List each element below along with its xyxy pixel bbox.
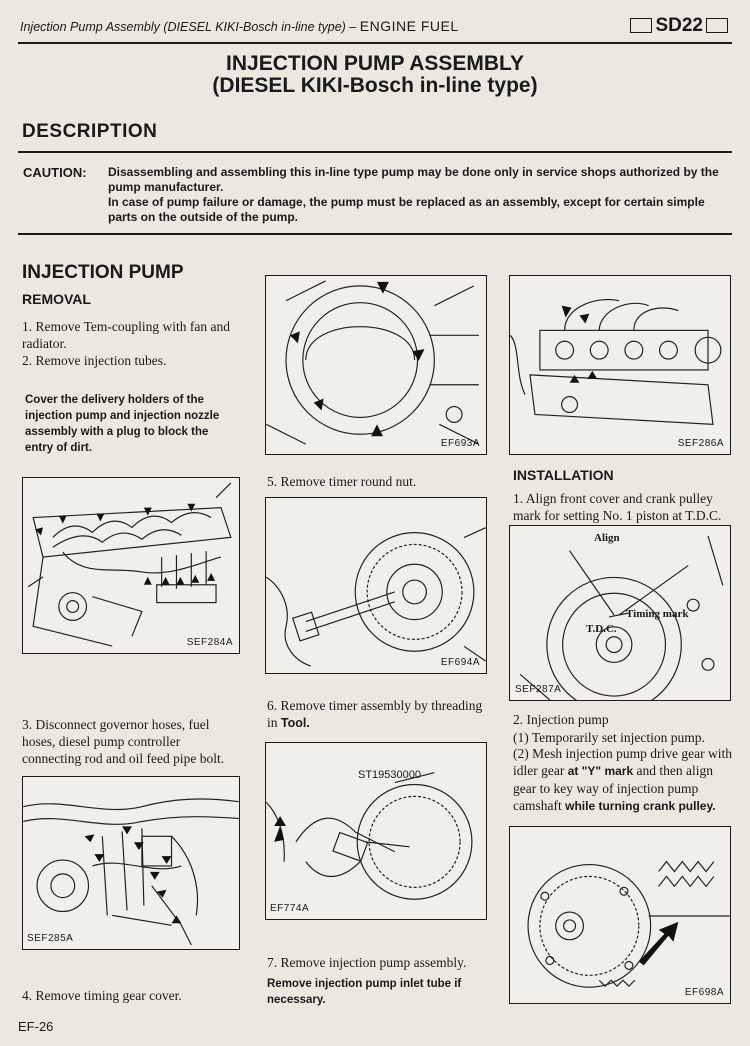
timing-cover-illustration <box>266 280 480 445</box>
model-box-right <box>706 18 728 33</box>
figure-ef693a: EF693A <box>265 275 487 455</box>
removal-step-4: 4. Remove timing gear cover. <box>22 988 182 1003</box>
installation-step-2-2d: while turning crank pulley. <box>565 799 716 813</box>
removal-note: Cover the delivery holders of the inject… <box>25 394 220 454</box>
installation-step-2-2c: and then align gear to key way of inject… <box>513 763 713 813</box>
figure-label-ef694a: EF694A <box>440 657 480 668</box>
crank-pulley-illustration <box>519 535 724 700</box>
description-rule-bottom <box>18 233 732 235</box>
figure-label-sef284a: SEF284A <box>186 637 233 648</box>
header-breadcrumb-text: Injection Pump Assembly (DIESEL KIKI-Bos… <box>20 20 357 34</box>
model-box-left <box>630 18 653 33</box>
drive-gear-illustration <box>527 860 730 988</box>
governor-hoses-illustration <box>23 798 239 946</box>
align-callout: Align <box>594 532 620 544</box>
removal-step-6: 6. Remove timer assembly by threading in… <box>267 697 487 732</box>
figure-sef287a: Align Timing mark T.D.C. SEF287A <box>509 525 731 701</box>
injection-pump-heading: INJECTION PUMP <box>22 262 184 283</box>
caution-label: CAUTION: <box>23 165 87 180</box>
header-rule <box>18 42 732 44</box>
installation-heading: INSTALLATION <box>513 467 614 483</box>
figure-label-ef693a: EF693A <box>440 438 480 449</box>
figure-sef285a: SEF285A <box>22 776 240 950</box>
page-title-line2: (DIESEL KIKI-Bosch in-line type) <box>212 74 538 97</box>
page-title: INJECTION PUMP ASSEMBLY (DIESEL KIKI-Bos… <box>0 53 750 97</box>
figure-ef698a: EF698A <box>509 826 731 1004</box>
page-title-line1: INJECTION PUMP ASSEMBLY <box>226 52 524 75</box>
caution-text-1: Disassembling and assembling this in-lin… <box>108 165 719 194</box>
removal-step-6-text: 6. Remove timer assembly by threading in <box>267 698 483 730</box>
installation-step-2-2: (2) Mesh injection pump drive gear with … <box>513 745 733 815</box>
removal-step-5: 5. Remove timer round nut. <box>267 474 417 489</box>
figure-ef694a: EF694A <box>265 497 487 674</box>
model-code-badge: SD22 <box>630 16 728 35</box>
tdc-callout: T.D.C. <box>586 623 617 635</box>
removal-heading: REMOVAL <box>22 291 91 307</box>
installation-step-2-2b: at "Y" mark <box>567 764 634 778</box>
caution-text-2: In case of pump failure or damage, the p… <box>108 195 705 224</box>
figure-ef774a: ST19530000 EF774A <box>265 742 487 920</box>
figure-sef286a: SEF286A <box>509 275 731 455</box>
description-heading: DESCRIPTION <box>22 121 158 142</box>
removal-step-7-note: Remove injection pump inlet tube if nece… <box>267 978 462 1006</box>
header-breadcrumb: Injection Pump Assembly (DIESEL KIKI-Bos… <box>20 18 459 34</box>
removal-step-1: 1. Remove Tem-coupling with fan and radi… <box>22 319 231 351</box>
description-rule-top <box>18 151 732 153</box>
figure-label-ef774a: EF774A <box>270 903 310 914</box>
injection-pump-top-illustration <box>510 298 722 425</box>
header-section: ENGINE FUEL <box>359 18 459 34</box>
figure-sef284a: SEF284A <box>22 477 240 654</box>
figure-label-sef285a: SEF285A <box>27 933 74 944</box>
removal-step-3: 3. Disconnect governor hoses, fuel hoses… <box>22 717 225 766</box>
installation-step-2-1: (1) Temporarily set injection pump. <box>513 730 705 745</box>
figure-label-ef698a: EF698A <box>684 987 724 998</box>
figure-label-sef287a: SEF287A <box>515 684 562 695</box>
model-code: SD22 <box>655 15 703 36</box>
injection-tubes-illustration <box>27 482 232 647</box>
timer-nut-illustration <box>266 527 486 667</box>
figure-label-sef286a: SEF286A <box>677 438 724 449</box>
installation-step-2-2a: (2) Mesh injection pump drive gear with … <box>513 746 732 778</box>
removal-step-7: 7. Remove injection pump assembly. <box>267 955 467 970</box>
removal-step-6-tool: Tool. <box>280 716 310 730</box>
installation-step-1: 1. Align front cover and crank pulley ma… <box>513 491 722 523</box>
timing-mark-callout: Timing mark <box>626 608 689 620</box>
installation-step-2: 2. Injection pump <box>513 712 609 727</box>
caution-text: Disassembling and assembling this in-lin… <box>108 165 726 225</box>
page-number: EF-26 <box>18 1019 54 1034</box>
tool-number-callout: ST19530000 <box>358 769 421 781</box>
removal-step-2: 2. Remove injection tubes. <box>22 353 167 368</box>
timer-puller-illustration <box>266 772 473 900</box>
